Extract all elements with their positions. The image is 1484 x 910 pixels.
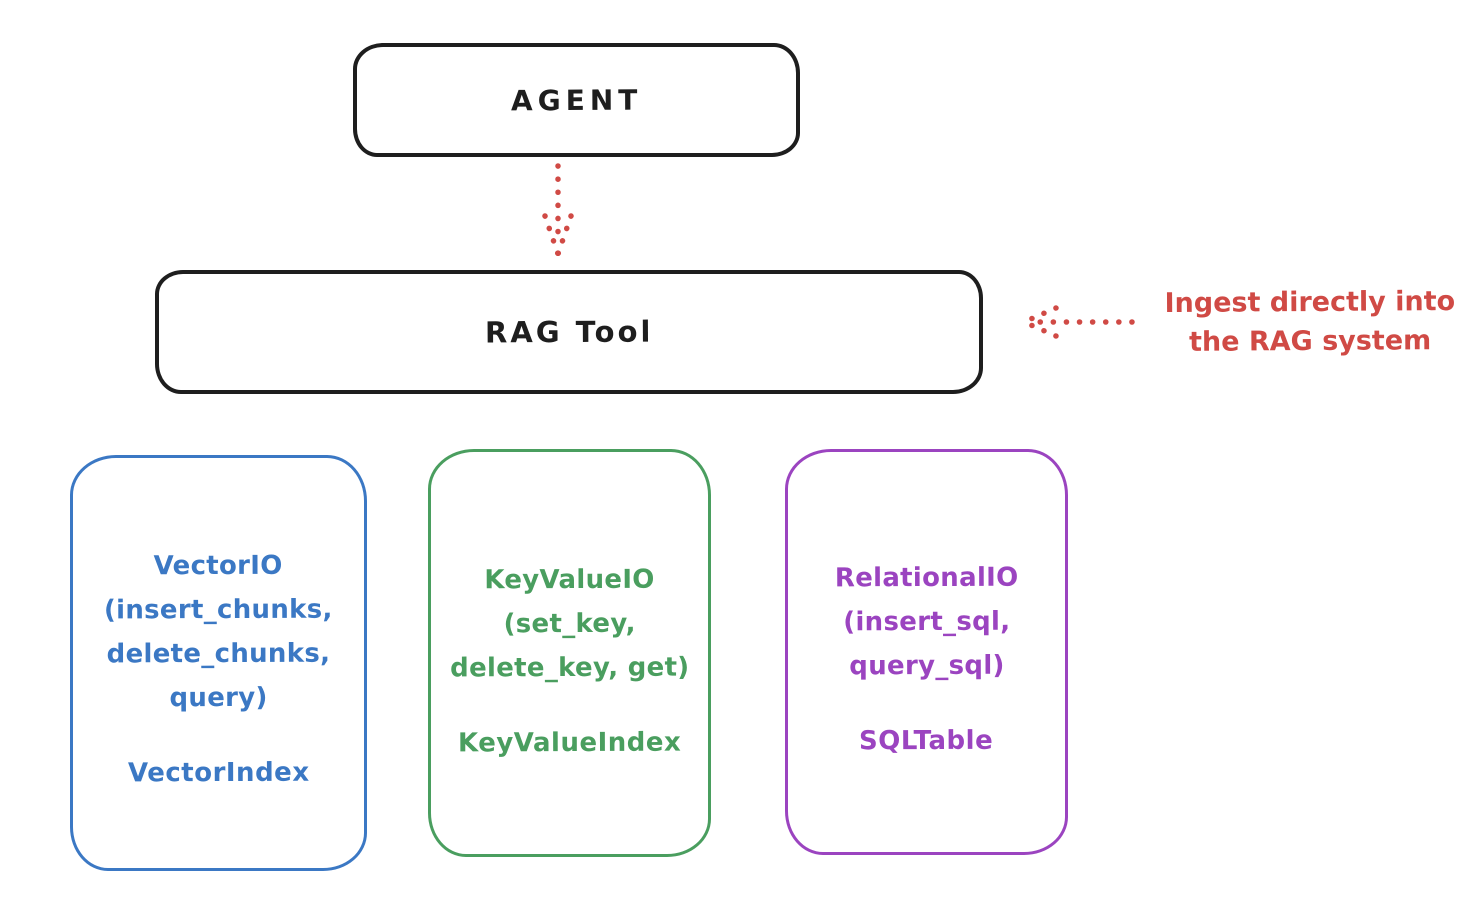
relational-io-card: RelationalIO (insert_sql, query_sql) SQL…: [785, 449, 1068, 855]
rag-tool-node-label: RAG Tool: [484, 314, 654, 350]
agent-to-ragtool-arrow: [542, 163, 574, 257]
agent-node-label: AGENT: [510, 83, 643, 117]
keyvalue-index-label: KeyValueIndex: [457, 727, 682, 759]
keyvalue-io-card: KeyValueIO (set_key, delete_key, get) Ke…: [428, 449, 711, 857]
keyvalue-io-operations: KeyValueIO (set_key, delete_key, get): [449, 564, 690, 684]
vector-io-card: VectorIO (insert_chunks, delete_chunks, …: [70, 455, 367, 871]
vector-index-label: VectorIndex: [127, 757, 310, 789]
ingest-annotation-text: Ingest directly into the RAG system: [1164, 285, 1456, 358]
ingest-annotation-arrow: [1021, 305, 1135, 339]
sql-table-label: SQLTable: [859, 725, 994, 757]
agent-node: AGENT: [353, 43, 800, 157]
rag-tool-node: RAG Tool: [155, 270, 983, 394]
relational-io-operations: RelationalIO (insert_sql, query_sql): [834, 562, 1019, 682]
vector-io-operations: VectorIO (insert_chunks, delete_chunks, …: [103, 550, 333, 714]
